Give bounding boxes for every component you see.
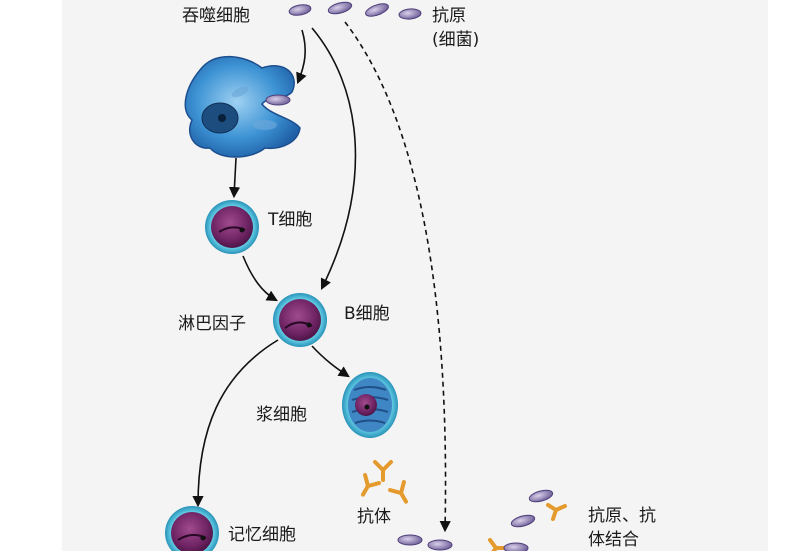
antigen-note-label: (细菌) bbox=[432, 30, 480, 50]
arrows bbox=[192, 21, 451, 533]
antigen-antibody-complexes bbox=[397, 489, 567, 551]
arrow-antigen-to-b-cell bbox=[311, 27, 357, 291]
arrow-t-cell-to-b-cell bbox=[242, 255, 278, 302]
antibody-icon bbox=[388, 480, 408, 504]
b-cell-icon bbox=[273, 293, 327, 347]
antigen-icon bbox=[503, 542, 529, 551]
antibody-icon bbox=[373, 460, 393, 482]
antigen-icon bbox=[427, 539, 453, 551]
antigen-icon bbox=[397, 534, 423, 546]
arrow-phagocyte-to-t-cell bbox=[228, 157, 241, 199]
antigen-icon bbox=[510, 514, 536, 528]
plasma-cell-label: 浆细胞 bbox=[256, 405, 307, 425]
antibody-icon bbox=[361, 473, 381, 497]
t-cell-label: T细胞 bbox=[268, 210, 313, 230]
phagocyte-label: 吞噬细胞 bbox=[182, 6, 250, 26]
arrow-b-cell-to-plasma-cell bbox=[311, 345, 350, 378]
plasma-cell-icon bbox=[342, 372, 398, 438]
complex-label-line2: 体结合 bbox=[588, 530, 639, 550]
antigen-label: 抗原 bbox=[432, 6, 466, 26]
antibody-icon bbox=[488, 538, 508, 551]
antigen-icon bbox=[528, 489, 554, 503]
antigen-group-top bbox=[288, 1, 422, 20]
memory-cell-icon bbox=[165, 506, 219, 551]
diagram-panel bbox=[62, 0, 768, 551]
antigen-icon bbox=[288, 4, 312, 16]
antibody-group bbox=[361, 460, 408, 504]
antibody-label: 抗体 bbox=[357, 507, 391, 527]
b-cell-label: B细胞 bbox=[344, 304, 390, 324]
arrow-b-cell-to-memory-cell bbox=[192, 339, 279, 508]
antibody-icon bbox=[546, 503, 567, 521]
lymphokine-label: 淋巴因子 bbox=[178, 314, 246, 334]
memory-cell-label: 记忆细胞 bbox=[228, 525, 296, 545]
antigen-icon bbox=[398, 8, 422, 20]
arrow-antigen-to-complex-dashed bbox=[344, 21, 451, 533]
antigen-icon bbox=[365, 3, 389, 17]
complex-label-line1: 抗原、抗 bbox=[588, 506, 656, 526]
arrow-antigen-to-phagocyte bbox=[296, 29, 307, 85]
antigen-icon bbox=[327, 1, 353, 15]
phagocyte-icon bbox=[184, 55, 301, 158]
t-cell-icon bbox=[205, 200, 259, 254]
